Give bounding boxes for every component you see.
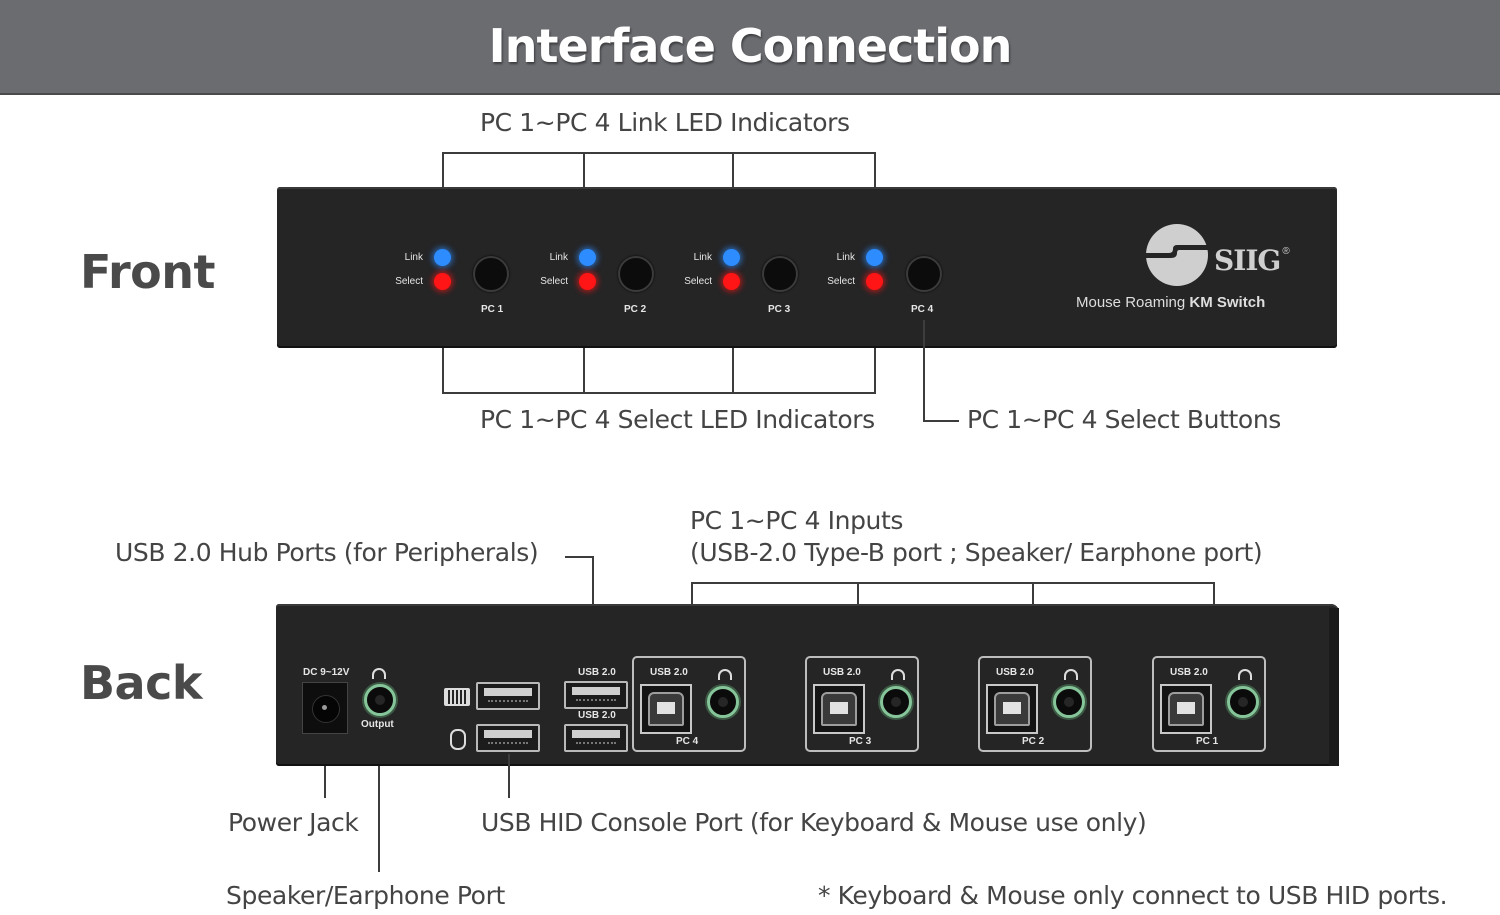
- leader-line: [583, 348, 585, 394]
- pc1-input-port-group: USB 2.0 PC 1: [1152, 656, 1266, 752]
- link-led-indicator: [434, 249, 451, 266]
- usb-type-b-port[interactable]: [813, 684, 865, 734]
- usb-hub-port[interactable]: [564, 724, 628, 752]
- hub-port-label: USB 2.0: [578, 667, 616, 678]
- usb-label: USB 2.0: [823, 667, 861, 678]
- audio-jack[interactable]: [880, 686, 912, 718]
- pc-label: PC 2: [1022, 736, 1045, 747]
- audio-output-jack[interactable]: [364, 684, 396, 716]
- headphone-icon: [1238, 669, 1252, 680]
- footnote: * Keyboard & Mouse only connect to USB H…: [818, 881, 1448, 910]
- front-panel: Link Select PC 1 Link Select PC 2 Link S…: [277, 187, 1337, 348]
- usb-hid-mouse-port[interactable]: [476, 724, 540, 752]
- leader-line: [442, 348, 444, 394]
- link-led-indicator: [579, 249, 596, 266]
- product-name-bold: KM Switch: [1189, 294, 1266, 311]
- header-banner: Interface Connection: [0, 0, 1500, 95]
- front-section-label: Front: [80, 245, 216, 299]
- pc3-select-button[interactable]: [762, 256, 798, 292]
- pc-inputs-callout-line2: (USB-2.0 Type-B port ; Speaker/ Earphone…: [690, 538, 1263, 567]
- select-led-indicator: [723, 273, 740, 290]
- select-led-indicator: [579, 273, 596, 290]
- leader-line: [874, 348, 876, 394]
- pc4-input-port-group: USB 2.0 PC 4: [632, 656, 746, 752]
- audio-jack[interactable]: [1227, 686, 1259, 718]
- select-led-indicator: [434, 273, 451, 290]
- button-label: PC 4: [911, 304, 934, 315]
- link-label: Link: [836, 252, 855, 263]
- select-label: Select: [395, 276, 423, 287]
- link-led-indicator: [723, 249, 740, 266]
- pc-label: PC 1: [1196, 736, 1219, 747]
- button-label: PC 3: [768, 304, 791, 315]
- leader-line: [378, 766, 380, 872]
- power-jack[interactable]: [302, 682, 348, 734]
- usb-hub-port[interactable]: [564, 681, 628, 709]
- leader-line: [508, 754, 510, 798]
- link-led-callout: PC 1~PC 4 Link LED Indicators: [480, 108, 850, 137]
- mouse-icon: [450, 729, 466, 750]
- select-label: Select: [684, 276, 712, 287]
- select-buttons-callout: PC 1~PC 4 Select Buttons: [967, 405, 1281, 434]
- registered-mark: ®: [1282, 246, 1290, 257]
- usb-type-b-port[interactable]: [640, 684, 692, 734]
- headphone-icon: [891, 669, 905, 680]
- product-name: Mouse Roaming KM Switch: [1076, 294, 1265, 312]
- output-label: Output: [361, 719, 394, 730]
- pc1-select-button[interactable]: [473, 256, 509, 292]
- audio-jack[interactable]: [707, 686, 739, 718]
- siig-logo-icon: [1145, 223, 1209, 287]
- leader-line: [923, 420, 959, 422]
- back-section-label: Back: [80, 656, 202, 710]
- select-led-indicator: [866, 273, 883, 290]
- inputs-bracket-line: [691, 582, 1215, 584]
- brand-logo: SIIG®: [1214, 245, 1290, 282]
- leader-line: [324, 766, 326, 798]
- power-jack-callout: Power Jack: [228, 808, 359, 837]
- leader-line: [732, 348, 734, 394]
- power-label: DC 9~12V: [303, 667, 350, 678]
- usb-label: USB 2.0: [650, 667, 688, 678]
- keyboard-icon: [444, 688, 470, 706]
- link-led-indicator: [866, 249, 883, 266]
- pc-label: PC 4: [676, 736, 699, 747]
- leader-line: [923, 320, 925, 422]
- select-bracket-line: [442, 392, 876, 394]
- pc-label: PC 3: [849, 736, 872, 747]
- usb-type-b-port[interactable]: [1160, 684, 1212, 734]
- button-label: PC 2: [624, 304, 647, 315]
- pc-inputs-callout-line1: PC 1~PC 4 Inputs: [690, 506, 904, 535]
- brand-logo-text: SIIG: [1214, 244, 1281, 277]
- select-label: Select: [540, 276, 568, 287]
- select-label: Select: [827, 276, 855, 287]
- speaker-port-callout: Speaker/Earphone Port: [226, 881, 505, 910]
- link-label: Link: [404, 252, 423, 263]
- link-label: Link: [693, 252, 712, 263]
- link-bracket-line: [442, 152, 876, 154]
- pc4-select-button[interactable]: [906, 256, 942, 292]
- link-label: Link: [549, 252, 568, 263]
- page-title: Interface Connection: [488, 19, 1013, 73]
- pc2-select-button[interactable]: [618, 256, 654, 292]
- usb-type-b-port[interactable]: [986, 684, 1038, 734]
- back-panel: DC 9~12V Output USB 2.0 USB 2.0 USB 2.0 …: [276, 604, 1339, 766]
- pc2-input-port-group: USB 2.0 PC 2: [978, 656, 1092, 752]
- leader-line: [565, 556, 594, 558]
- usb-label: USB 2.0: [1170, 667, 1208, 678]
- button-label: PC 1: [481, 304, 504, 315]
- front-port-groups: Link Select PC 1 Link Select PC 2 Link S…: [277, 187, 1337, 348]
- hub-port-label: USB 2.0: [578, 710, 616, 721]
- select-led-callout: PC 1~PC 4 Select LED Indicators: [480, 405, 875, 434]
- hid-console-callout: USB HID Console Port (for Keyboard & Mou…: [481, 808, 1147, 837]
- product-name-prefix: Mouse Roaming: [1076, 294, 1190, 311]
- usb-label: USB 2.0: [996, 667, 1034, 678]
- headphone-icon: [718, 669, 732, 680]
- audio-jack[interactable]: [1053, 686, 1085, 718]
- headphone-icon: [372, 668, 386, 679]
- headphone-icon: [1064, 669, 1078, 680]
- hub-ports-callout: USB 2.0 Hub Ports (for Peripherals): [115, 538, 539, 567]
- pc3-input-port-group: USB 2.0 PC 3: [805, 656, 919, 752]
- usb-hid-keyboard-port[interactable]: [476, 682, 540, 710]
